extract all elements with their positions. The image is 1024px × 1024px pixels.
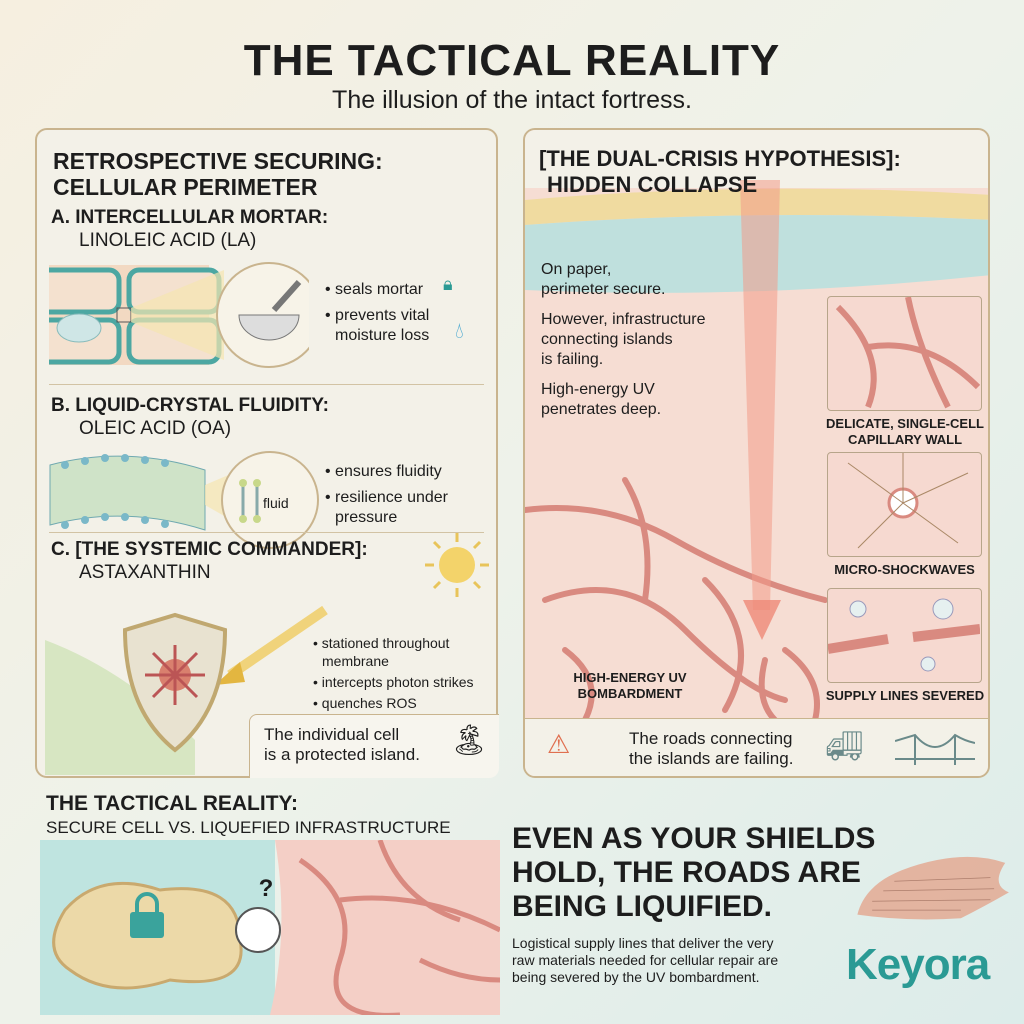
page-title: THE TACTICAL REALITY [243,36,781,85]
sun-icon [425,533,489,597]
question-mark: ? [258,875,274,902]
right-panel-text: On paper,perimeter secure. However, infr… [541,261,706,418]
truck-icon: 🚚︎ [825,730,864,763]
fluid-label: fluid [263,495,289,511]
warning-road-icon: ⚠ [547,729,571,759]
secure-vs-liquefied-illustration [40,840,500,1015]
section-a-bullets: seals mortar prevents vital moisture los… [325,280,429,346]
bottom-title: THE TACTICAL REALITY: [46,792,298,815]
page-subtitle: The illusion of the intact fortress. [332,86,692,114]
left-panel-title: RETROSPECTIVE SECURING:CELLULAR PERIMETE… [53,148,383,200]
island-icon: 🏝︎ [450,724,489,757]
mortar-cells-illustration [49,262,309,368]
right-panel-title: [THE DUAL-CRISIS HYPOTHESIS]:HIDDEN COLL… [539,146,901,197]
liquefied-document-illustration [857,856,1009,920]
section-a-title: A. INTERCELLULAR MORTAR:LINOLEIC ACID (L… [51,207,329,251]
section-b-bullets: ensures fluidity resilience under pressu… [325,462,448,528]
keyora-logo: Keyora [846,940,990,989]
micro-shockwaves-inset [827,452,982,557]
bottom-subtitle: SECURE CELL VS. LIQUEFIED INFRASTRUCTURE [46,818,451,837]
supply-lines-label: SUPPLY LINES SEVERED [825,688,985,703]
skin-cross-section-illustration [525,180,988,720]
bottom-body: Logistical supply lines that deliver the… [512,935,779,985]
section-c-bullets: stationed throughout membrane intercepts… [313,634,474,712]
section-c-title: C. [THE SYSTEMIC COMMANDER]:ASTAXANTHIN [51,539,368,583]
bridge-icon [895,733,975,765]
astaxanthin-shield-illustration [45,605,328,775]
left-panel: RETROSPECTIVE SECURING:CELLULAR PERIMETE… [35,128,499,778]
section-b-title: B. LIQUID-CRYSTAL FLUIDITY:OLEIC ACID (O… [51,395,329,439]
micro-shockwaves-label: MICRO-SHOCKWAVES [834,562,975,577]
lock-icon: 🔒︎ [443,274,453,294]
right-panel: [THE DUAL-CRISIS HYPOTHESIS]:HIDDEN COLL… [523,128,990,778]
water-drop-icon: 💧︎ [455,318,464,343]
lipid-bilayer-illustration [49,451,319,549]
supply-lines-inset [827,588,982,683]
capillary-wall-inset [827,296,982,411]
